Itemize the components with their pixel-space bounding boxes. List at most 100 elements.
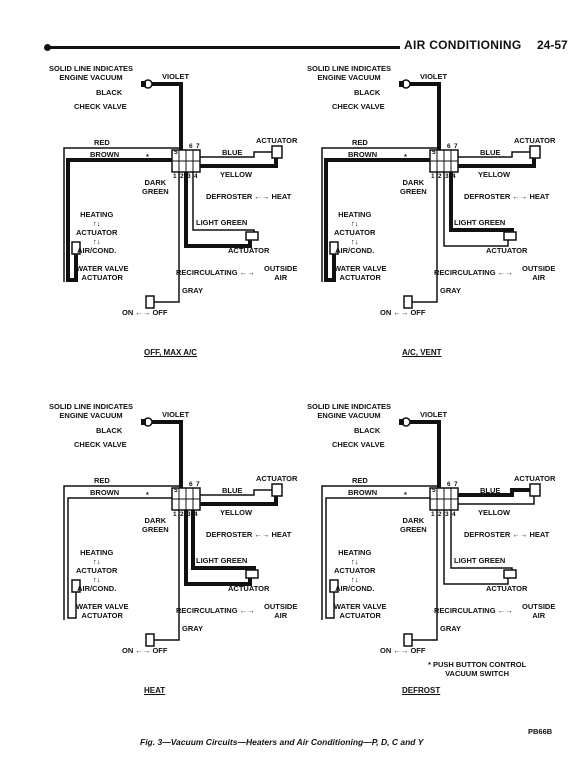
on-label: ON (122, 646, 134, 655)
defroster-heat-arrow: ←→ (254, 192, 270, 201)
brown-label: BROWN (90, 488, 120, 497)
black-label: BLACK (96, 426, 123, 435)
figure-caption: Fig. 3—Vacuum Circuits—Heaters and Air C… (140, 737, 424, 747)
recirc-arrow: ←→ (239, 268, 255, 277)
defroster-actuator-icon (271, 483, 283, 497)
gray-line (412, 510, 438, 641)
port-7-label: 7 (196, 481, 200, 488)
on-off-arrow: ←→ (135, 308, 151, 317)
blue-label: BLUE (480, 486, 501, 495)
black-label: BLACK (354, 88, 381, 97)
gray-line (154, 172, 180, 303)
solid-line-label: SOLID LINE INDICATES (307, 402, 392, 411)
off-label: OFF (410, 308, 426, 317)
water-valve-label: WATER VALVE (334, 602, 387, 611)
yellow-line (458, 158, 536, 168)
air-cond-label: AIR/COND. (335, 584, 375, 593)
black-label: BLACK (354, 426, 381, 435)
port-2-label: 2 (180, 173, 184, 180)
vacuum-circuit-diagram (63, 79, 283, 309)
vacuum-circuit-panel-1: SOLID LINE INDICATES ENGINE VACUUM VIOLE… (44, 62, 304, 362)
port-2-label: 2 (438, 511, 442, 518)
port-3-label: 3 (445, 173, 449, 180)
light-green-label: LIGHT GREEN (196, 218, 248, 227)
defroster-label: DEFROSTER (464, 530, 511, 539)
heat-actuator-arrow-2: ↑↓ (92, 237, 101, 246)
yellow-line (200, 158, 278, 168)
footnote-line-1: * PUSH BUTTON CONTROL (428, 660, 527, 669)
water-valve-actuator-icon (145, 295, 155, 309)
water-valve-label: WATER VALVE (334, 264, 387, 273)
water-valve-actuator-label: ACTUATOR (81, 611, 123, 620)
port-4-label: 4 (194, 173, 198, 180)
gray-label: GRAY (440, 286, 461, 295)
engine-vacuum-label: ENGINE VACUUM (317, 411, 381, 420)
blue-label: BLUE (480, 148, 501, 157)
port-3-label: 3 (187, 173, 191, 180)
yellow-label: YELLOW (478, 508, 511, 517)
defroster-actuator-label: ACTUATOR (514, 474, 556, 483)
water-valve-actuator-label: ACTUATOR (339, 611, 381, 620)
port-4-label: 4 (194, 511, 198, 518)
heat-label: HEAT (271, 530, 292, 539)
port-1-label: 1 (173, 173, 177, 180)
switch-marker: * (404, 490, 407, 499)
recirculating-actuator-icon (503, 569, 517, 579)
heat-actuator-arrow-2: ↑↓ (350, 575, 359, 584)
green-label: GREEN (142, 187, 169, 196)
blue-label: BLUE (222, 486, 243, 495)
defroster-actuator-label: ACTUATOR (514, 136, 556, 145)
port-1-label: 1 (431, 173, 435, 180)
heat-actuator-arrow: ↑↓ (350, 219, 359, 228)
red-label: RED (94, 476, 110, 485)
port-1-label: 1 (431, 511, 435, 518)
port-5-label: 5 (432, 487, 436, 494)
heating-label: HEATING (80, 548, 114, 557)
recirc-actuator-label: ACTUATOR (486, 584, 528, 593)
port-6-label: 6 (447, 481, 451, 488)
dark-green-line (184, 172, 252, 248)
green-label: GREEN (400, 525, 427, 534)
port-7-label: 7 (196, 143, 200, 150)
panel-caption: DEFROST (402, 686, 441, 695)
heat-actuator-label: ACTUATOR (76, 566, 118, 575)
heat-actuator-label: ACTUATOR (334, 228, 376, 237)
check-valve-label: CHECK VALVE (74, 102, 127, 111)
check-valve-label: CHECK VALVE (332, 102, 385, 111)
light-green-label: LIGHT GREEN (454, 556, 506, 565)
yellow-label: YELLOW (220, 508, 253, 517)
defroster-heat-arrow: ←→ (254, 530, 270, 539)
heat-actuator-arrow-2: ↑↓ (92, 575, 101, 584)
off-label: OFF (152, 646, 168, 655)
port-1-label: 1 (173, 511, 177, 518)
port-7-label: 7 (454, 481, 458, 488)
switch-marker: * (146, 152, 149, 161)
brown-line (67, 497, 174, 619)
water-valve-label: WATER VALVE (76, 602, 129, 611)
light-green-label: LIGHT GREEN (196, 556, 248, 565)
brown-line (324, 158, 432, 282)
header-rule (48, 46, 400, 49)
port-2-label: 2 (180, 511, 184, 518)
black-label: BLACK (96, 88, 123, 97)
outside-label: OUTSIDE (264, 602, 298, 611)
check-valve-body (399, 81, 404, 87)
port-3-label: 3 (445, 511, 449, 518)
recirc-arrow: ←→ (239, 606, 255, 615)
brown-label: BROWN (348, 488, 378, 497)
on-off-arrow: ←→ (393, 646, 409, 655)
on-label: ON (380, 308, 392, 317)
violet-label: VIOLET (420, 72, 448, 81)
heat-actuator-arrow: ↑↓ (92, 557, 101, 566)
on-label: ON (380, 646, 392, 655)
green-label: GREEN (400, 187, 427, 196)
engine-vacuum-label: ENGINE VACUUM (59, 411, 123, 420)
port-3-label: 3 (187, 511, 191, 518)
air-label: AIR (274, 273, 288, 282)
heat-label: HEAT (271, 192, 292, 201)
brown-label: BROWN (90, 150, 120, 159)
defroster-actuator-label: ACTUATOR (256, 136, 298, 145)
switch-marker: * (146, 490, 149, 499)
gray-line (154, 510, 180, 641)
recirc-actuator-label: ACTUATOR (486, 246, 528, 255)
